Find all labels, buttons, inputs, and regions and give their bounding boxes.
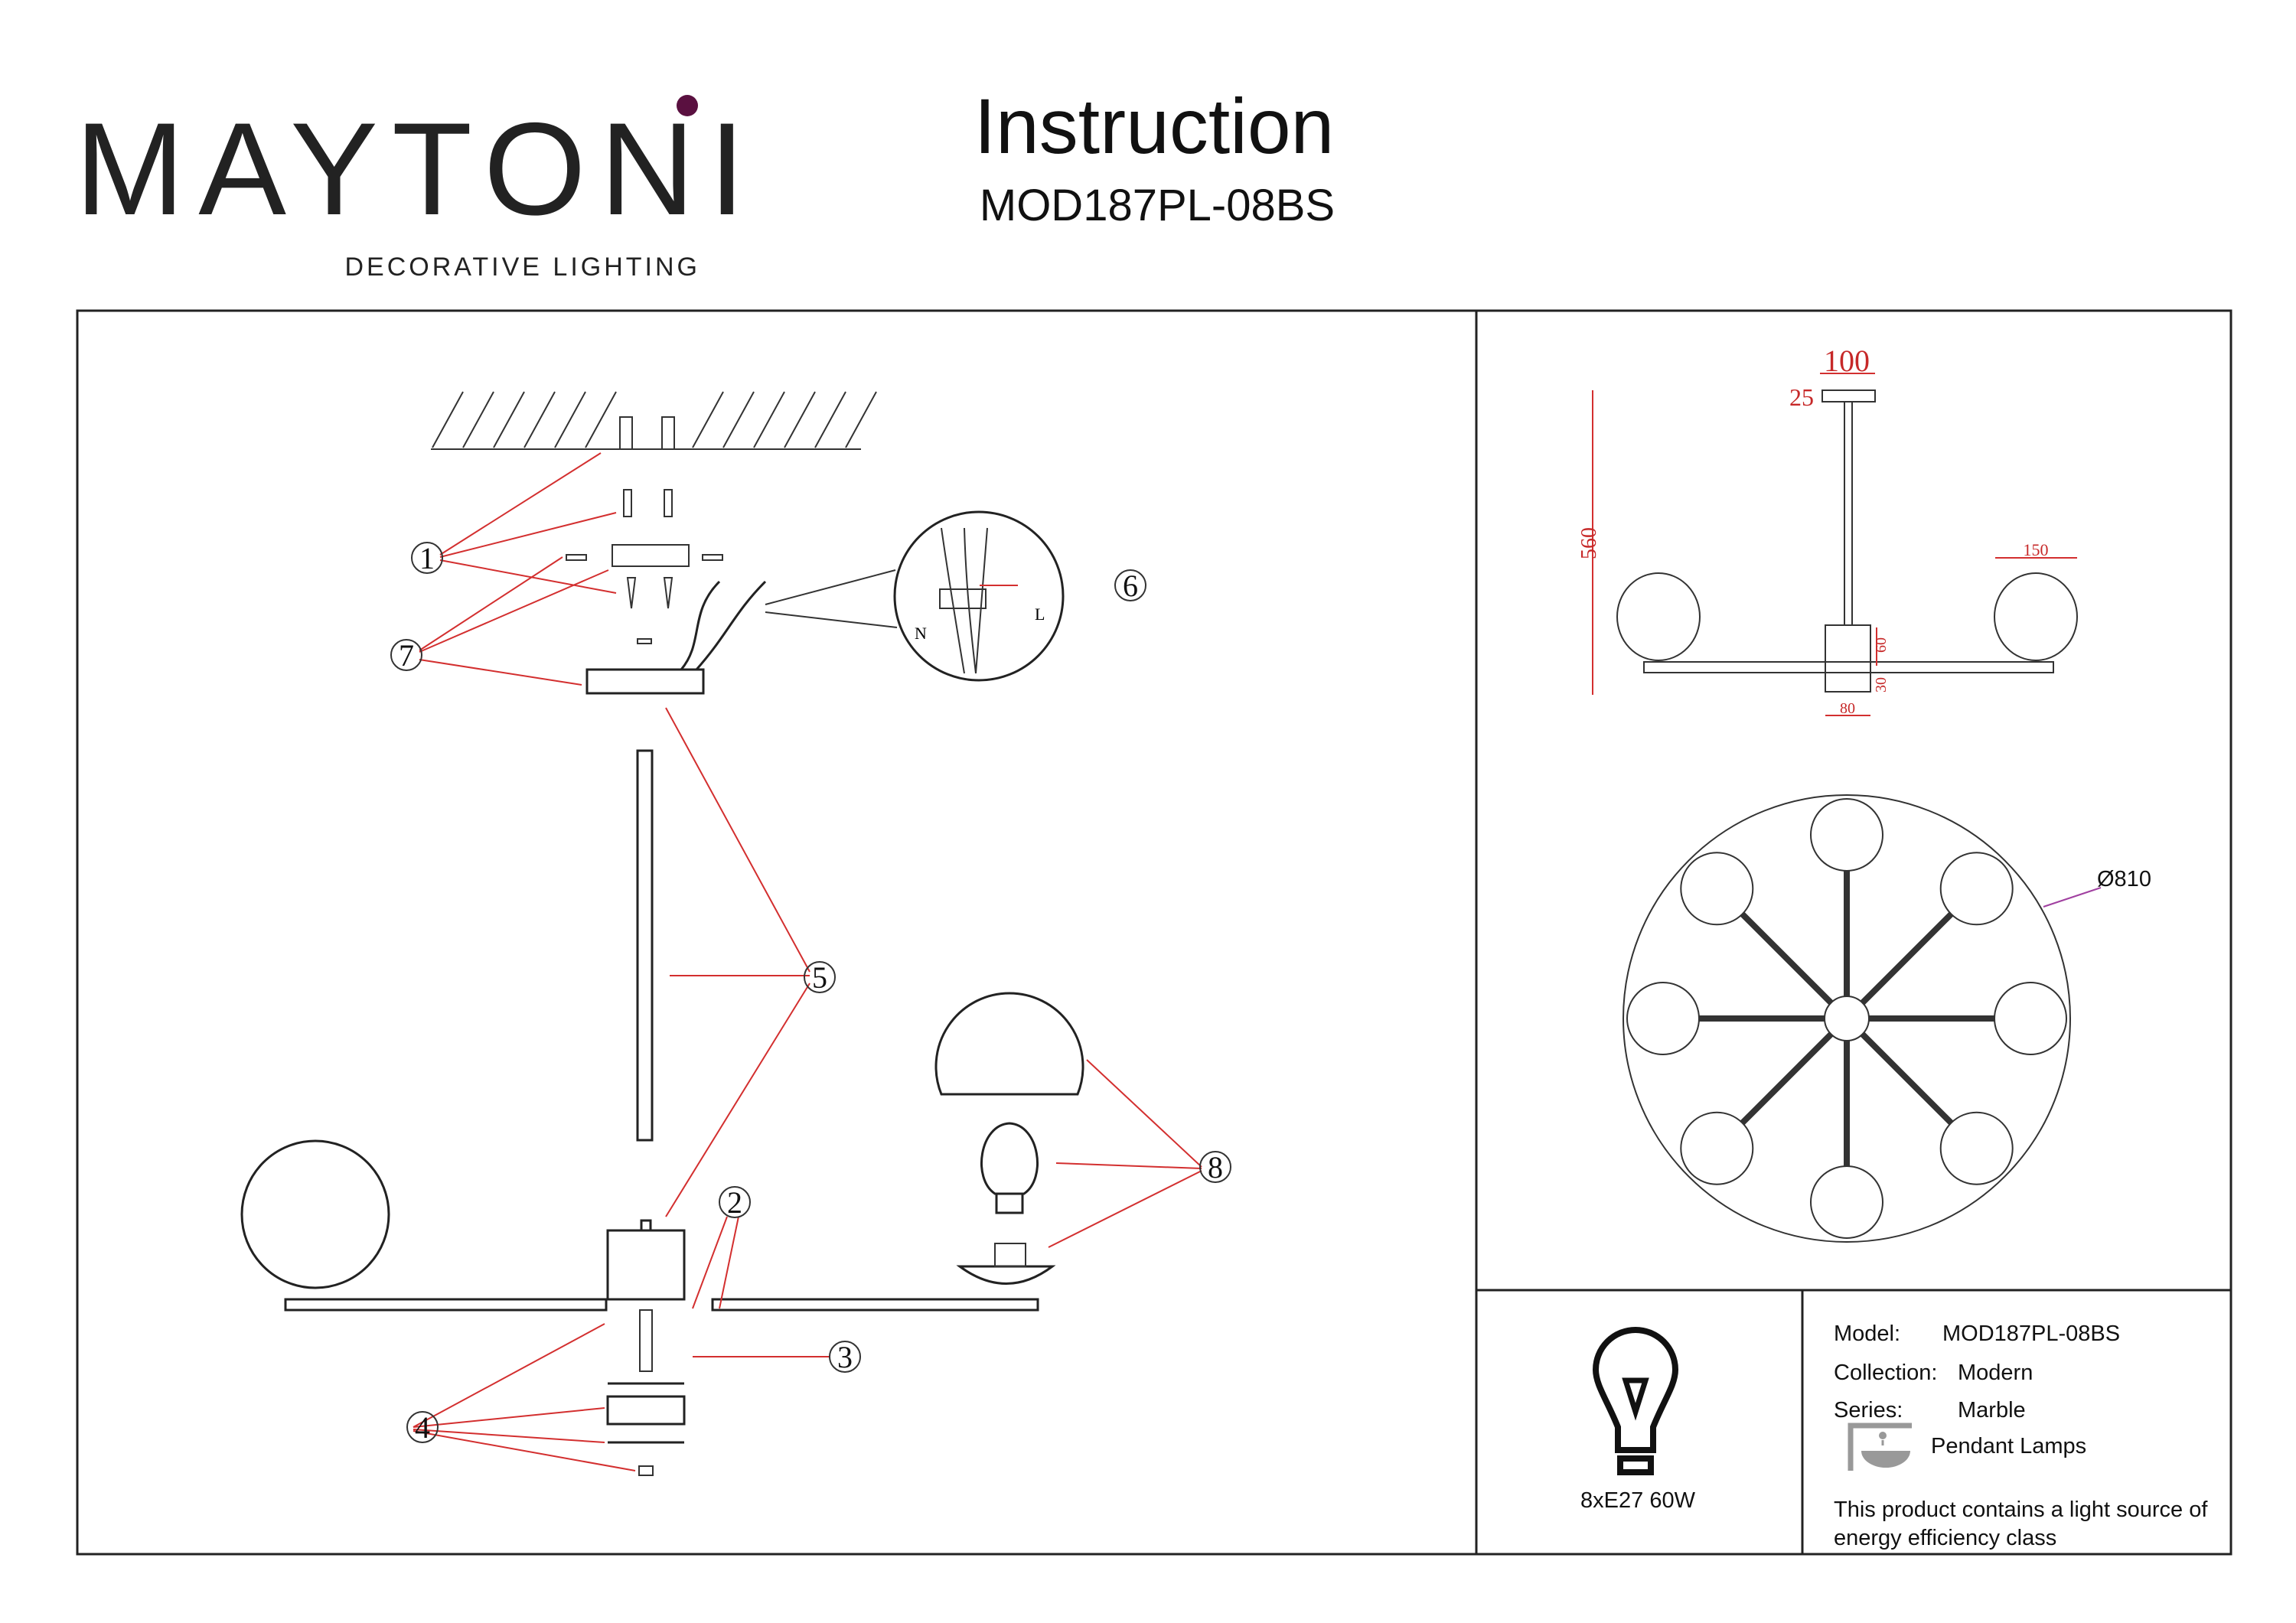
arm-left (284, 1298, 608, 1312)
bulb-icon (1592, 1327, 1679, 1475)
product-type: Pendant Lamps (1931, 1434, 2086, 1458)
globe (1680, 852, 1754, 926)
dim-canopy-width: 100 (1824, 344, 1870, 378)
hub (1824, 996, 1870, 1041)
model-label: Model: (1834, 1322, 1900, 1346)
series-value: Marble (1958, 1398, 2026, 1423)
callout-6: 6 (1123, 569, 1138, 603)
callout-arrows (413, 452, 1202, 1471)
globe (1626, 982, 1700, 1055)
dim-body-width: 80 (1840, 700, 1855, 717)
arm (1860, 911, 1954, 1005)
arm (1740, 911, 1834, 1005)
live-label: L (1035, 605, 1045, 624)
neutral-label: N (915, 624, 927, 643)
callout-2: 2 (727, 1185, 742, 1220)
lamp-holder (956, 1265, 1056, 1285)
dim-body-height: 60 (1873, 637, 1890, 653)
callout-1: 1 (419, 541, 435, 575)
globe (1939, 1111, 2014, 1185)
globe-shade (934, 992, 1084, 1096)
bulb-spec: 8xE27 60W (1580, 1488, 1696, 1513)
maytoni-logo: MAYTONI DECORATIVE LIGHTING (75, 95, 759, 282)
globe (1810, 1165, 1883, 1239)
globe (1939, 852, 2014, 926)
callout-5: 5 (812, 960, 827, 995)
dim-body-lower: 30 (1873, 677, 1890, 693)
callout-numbers: 1 2 3 4 5 6 7 8 (390, 541, 1231, 1445)
bulb-drawing (980, 1122, 1039, 1214)
wires (680, 580, 767, 670)
dim-globe-diameter: 150 (2024, 540, 2049, 559)
dim-canopy-height: 25 (1789, 383, 1814, 411)
globe (240, 1139, 390, 1289)
brand-tagline: DECORATIVE LIGHTING (344, 253, 700, 282)
globe (1680, 1111, 1754, 1185)
brand-name: MAYTONI (75, 96, 759, 243)
arm (1740, 1031, 1834, 1126)
rod (636, 749, 654, 1142)
page-title: Instruction (974, 83, 1335, 170)
product-info: Model: MOD187PL-08BS Collection: Modern … (1834, 1322, 2208, 1550)
callout-4: 4 (415, 1410, 430, 1445)
model-code: MOD187PL-08BS (980, 181, 1335, 230)
callout-7: 7 (399, 638, 414, 673)
ceiling-hatch (431, 391, 877, 450)
bottom-view-drawing: Ø810 (1623, 794, 2151, 1243)
side-view-drawing: 100 25 560 150 60 30 80 (1577, 344, 2078, 717)
globe (1994, 982, 2067, 1055)
dim-total-height: 560 (1577, 527, 1601, 559)
energy-line-1: This product contains a light source of (1834, 1498, 2208, 1522)
assembly-diagram: N L 1 2 3 4 5 6 7 8 (240, 391, 1231, 1476)
series-label: Series: (1834, 1398, 1903, 1423)
dim-overall-diameter: Ø810 (2097, 867, 2151, 891)
energy-line-2: energy efficiency class (1834, 1526, 2056, 1550)
wiring-detail (893, 510, 1065, 682)
model-value: MOD187PL-08BS (1942, 1322, 2120, 1346)
collection-label: Collection: (1834, 1361, 1937, 1385)
callout-8: 8 (1208, 1150, 1223, 1185)
pendant-lamp-icon (1848, 1423, 1912, 1471)
screws (566, 489, 723, 644)
globe (1810, 798, 1883, 872)
arm (1860, 1031, 1954, 1126)
callout-3: 3 (837, 1340, 853, 1374)
main-frame (76, 309, 2232, 1556)
body (606, 1229, 686, 1301)
collection-value: Modern (1958, 1361, 2033, 1385)
arm-right (711, 1298, 1039, 1312)
canopy (585, 668, 705, 695)
logo-dot (677, 95, 698, 116)
